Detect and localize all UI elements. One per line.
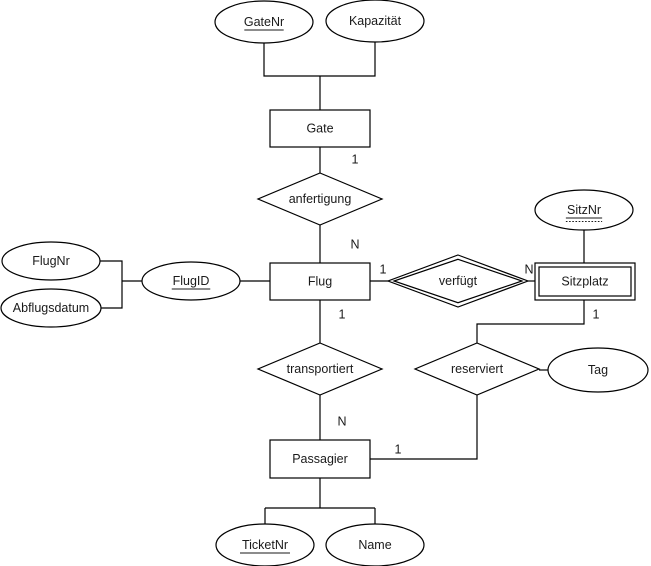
connector-abflugsdatum-to-composite bbox=[101, 281, 123, 309]
cardinality-passagier-reserviert: 1 bbox=[395, 442, 402, 456]
relationship-diamond bbox=[256, 172, 384, 226]
entity-label: Flug bbox=[308, 274, 332, 288]
connector-gatenr-to-gate-branch bbox=[263, 43, 320, 77]
cardinality-flug-verfuegt: 1 bbox=[380, 262, 387, 276]
connector-flugnr-to-composite bbox=[100, 260, 123, 281]
entity-label: Sitzplatz bbox=[561, 274, 608, 288]
relationship-diamond bbox=[256, 342, 384, 396]
connector-reserviert-to-passagier bbox=[370, 395, 478, 460]
entity-flug[interactable]: Flug bbox=[269, 262, 371, 301]
cardinality-flug-transportiert: 1 bbox=[339, 307, 346, 321]
entity-box bbox=[269, 439, 371, 479]
attribute-gatenr[interactable]: GateNr bbox=[214, 0, 314, 44]
relationship-label: anfertigung bbox=[289, 192, 352, 206]
attribute-ticketnr[interactable]: TicketNr bbox=[215, 523, 315, 566]
entity-gate[interactable]: Gate bbox=[269, 109, 371, 148]
attribute-ellipse bbox=[325, 0, 425, 43]
relationship-diamond bbox=[386, 254, 530, 308]
attribute-ellipse bbox=[325, 523, 425, 566]
attribute-label: FlugID bbox=[173, 274, 210, 288]
attribute-label: FlugNr bbox=[32, 254, 70, 268]
cardinality-transportiert-passagier: N bbox=[337, 414, 346, 428]
cardinality-verfuegt-sitzplatz: N bbox=[524, 262, 533, 276]
attribute-label: GateNr bbox=[244, 15, 284, 29]
relationship-label: verfügt bbox=[439, 274, 478, 288]
attribute-ellipse bbox=[547, 347, 649, 393]
attribute-ellipse bbox=[215, 523, 315, 566]
connector-sitzplatz-to-reserviert bbox=[476, 300, 585, 343]
relationship-diamond-inner bbox=[392, 258, 524, 304]
relationship-label: reserviert bbox=[451, 362, 504, 376]
attribute-flugid[interactable]: FlugID bbox=[141, 261, 241, 301]
attribute-sitznr[interactable]: SitzNr bbox=[534, 189, 634, 231]
attribute-ellipse bbox=[141, 261, 241, 301]
connector-layer bbox=[100, 42, 585, 524]
attribute-ellipse bbox=[534, 189, 634, 231]
attribute-label: Kapazität bbox=[349, 14, 402, 28]
relationship-transportiert[interactable]: transportiert bbox=[256, 342, 384, 396]
attribute-ellipse bbox=[1, 241, 101, 281]
attribute-label: Abflugsdatum bbox=[13, 301, 89, 315]
entity-box bbox=[269, 109, 371, 148]
relationship-verfuegt[interactable]: verfügt bbox=[386, 254, 530, 308]
attribute-label: Tag bbox=[588, 363, 608, 377]
attribute-kapazitaet[interactable]: Kapazität bbox=[325, 0, 425, 43]
attribute-label: SitzNr bbox=[567, 203, 601, 217]
relationship-layer: anfertigung verfügt transportiert reservier… bbox=[256, 172, 541, 396]
attribute-label: Name bbox=[358, 538, 391, 552]
relationship-reserviert[interactable]: reserviert bbox=[413, 342, 541, 396]
relationship-label: transportiert bbox=[287, 362, 354, 376]
entity-box-inner bbox=[538, 266, 632, 297]
entity-passagier[interactable]: Passagier bbox=[269, 439, 371, 479]
attribute-label: TicketNr bbox=[242, 538, 288, 552]
cardinality-anfertigung-flug: N bbox=[350, 237, 359, 251]
entity-sitzplatz[interactable]: Sitzplatz bbox=[534, 262, 636, 301]
cardinality-gate-anfertigung: 1 bbox=[352, 152, 359, 166]
relationship-anfertigung[interactable]: anfertigung bbox=[256, 172, 384, 226]
entity-box bbox=[269, 262, 371, 301]
attribute-tag[interactable]: Tag bbox=[547, 347, 649, 393]
relationship-diamond bbox=[413, 342, 541, 396]
connector-kapazitaet-to-gate-branch bbox=[320, 42, 376, 77]
entity-label: Gate bbox=[306, 121, 333, 135]
attribute-ellipse bbox=[214, 0, 314, 44]
attribute-name[interactable]: Name bbox=[325, 523, 425, 566]
attribute-ellipse bbox=[0, 288, 102, 328]
attribute-flugnr[interactable]: FlugNr bbox=[1, 241, 101, 281]
cardinality-sitzplatz-reserviert: 1 bbox=[593, 307, 600, 321]
entity-label: Passagier bbox=[292, 452, 348, 466]
entity-box bbox=[534, 262, 636, 301]
attribute-abflugsdatum[interactable]: Abflugsdatum bbox=[0, 288, 102, 328]
